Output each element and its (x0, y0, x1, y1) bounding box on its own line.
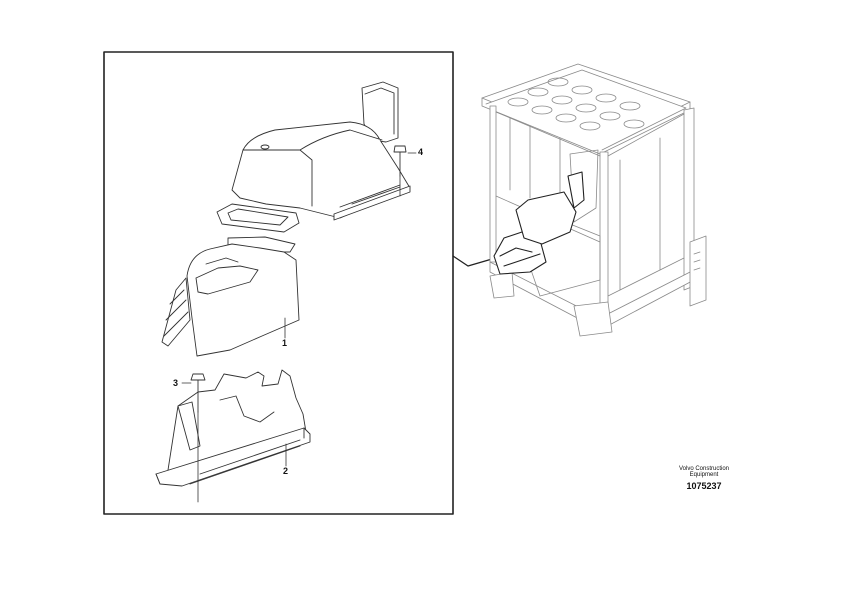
cab-overview (481, 63, 707, 337)
part-label-1: 1 (282, 338, 288, 348)
detail-frame (103, 51, 454, 515)
document-number: 1075237 (686, 480, 722, 491)
screw-part-4 (393, 145, 407, 197)
detail-leader (452, 255, 493, 267)
part-label-2: 2 (283, 466, 289, 476)
part-label-4: 4 (418, 147, 424, 157)
base-bracket-part-2 (155, 369, 311, 487)
cab-duct-highlight (493, 171, 585, 275)
gasket-ring (216, 203, 300, 233)
bolt-part-3 (190, 373, 206, 503)
part-label-3: 3 (173, 378, 179, 388)
duct-shroud-part-1 (161, 236, 300, 357)
caption-block: Volvo Construction Equipment 1075237 (664, 466, 744, 491)
upper-duct-housing (231, 81, 411, 221)
brand-caption: Volvo Construction Equipment (678, 466, 730, 479)
